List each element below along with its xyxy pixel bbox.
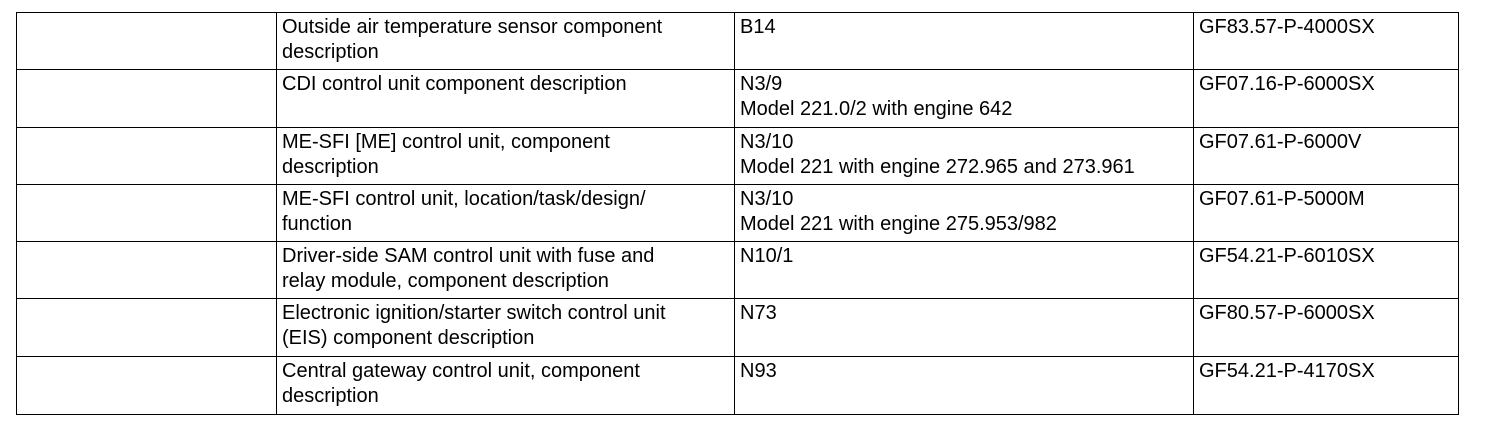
document-number: GF07.61-P-6000V	[1199, 131, 1362, 153]
description-line: (EIS) component description	[282, 327, 535, 349]
component-code: N3/10	[740, 188, 794, 210]
component-note: Model 221 with engine 275.953/982	[740, 213, 1057, 235]
table-row: Electronic ignition/starter switch contr…	[16, 298, 1459, 357]
table-row: Central gateway control unit, component …	[16, 356, 1459, 415]
description-line: Central gateway control unit, component	[282, 360, 640, 382]
description-line: CDI control unit component description	[282, 73, 627, 95]
document-number: GF54.21-P-6010SX	[1199, 245, 1375, 267]
component-note: Model 221.0/2 with engine 642	[740, 98, 1013, 120]
document-cell: GF07.61-P-6000V	[1193, 127, 1459, 185]
document-cell: GF80.57-P-6000SX	[1193, 298, 1459, 357]
document-number: GF80.57-P-6000SX	[1199, 302, 1375, 324]
description-line: Driver-side SAM control unit with fuse a…	[282, 245, 655, 267]
empty-cell	[16, 184, 277, 242]
document-number: GF83.57-P-4000SX	[1199, 16, 1375, 38]
component-code: N10/1	[740, 245, 794, 267]
description-cell: ME-SFI [ME] control unit, component desc…	[276, 127, 735, 185]
document-number: GF07.16-P-6000SX	[1199, 73, 1375, 95]
empty-cell	[16, 241, 277, 299]
description-cell: Central gateway control unit, component …	[276, 356, 735, 415]
component-cell: N93	[734, 356, 1194, 415]
table-row: Driver-side SAM control unit with fuse a…	[16, 241, 1459, 299]
component-cell: B14	[734, 12, 1194, 70]
component-code: N73	[740, 302, 777, 324]
component-note: Model 221 with engine 272.965 and 273.96…	[740, 156, 1135, 178]
description-line: relay module, component description	[282, 270, 609, 292]
component-code: N3/10	[740, 131, 794, 153]
table-row: ME-SFI [ME] control unit, component desc…	[16, 127, 1459, 185]
description-cell: CDI control unit component description	[276, 69, 735, 128]
description-line: function	[282, 213, 353, 235]
empty-cell	[16, 12, 277, 70]
component-cell: N10/1	[734, 241, 1194, 299]
description-cell: ME-SFI control unit, location/task/desig…	[276, 184, 735, 242]
document-cell: GF54.21-P-6010SX	[1193, 241, 1459, 299]
component-cell: N73	[734, 298, 1194, 357]
component-cell: N3/10 Model 221 with engine 272.965 and …	[734, 127, 1194, 185]
table-row: ME-SFI control unit, location/task/desig…	[16, 184, 1459, 242]
document-number: GF54.21-P-4170SX	[1199, 360, 1375, 382]
empty-cell	[16, 356, 277, 415]
component-cell: N3/10 Model 221 with engine 275.953/982	[734, 184, 1194, 242]
document-cell: GF83.57-P-4000SX	[1193, 12, 1459, 70]
document-number: GF07.61-P-5000M	[1199, 188, 1365, 210]
component-cell: N3/9 Model 221.0/2 with engine 642	[734, 69, 1194, 128]
document-cell: GF07.61-P-5000M	[1193, 184, 1459, 242]
description-line: description	[282, 41, 379, 63]
description-line: ME-SFI control unit, location/task/desig…	[282, 188, 646, 210]
document-cell: GF07.16-P-6000SX	[1193, 69, 1459, 128]
table-row: CDI control unit component description N…	[16, 69, 1459, 128]
table-row: Outside air temperature sensor component…	[16, 12, 1459, 70]
description-line: description	[282, 385, 379, 407]
description-cell: Outside air temperature sensor component…	[276, 12, 735, 70]
description-line: description	[282, 156, 379, 178]
component-code: N93	[740, 360, 777, 382]
component-code: B14	[740, 16, 776, 38]
description-line: Outside air temperature sensor component	[282, 16, 663, 38]
description-cell: Electronic ignition/starter switch contr…	[276, 298, 735, 357]
description-line: Electronic ignition/starter switch contr…	[282, 302, 666, 324]
component-reference-table: Outside air temperature sensor component…	[16, 12, 1459, 415]
empty-cell	[16, 127, 277, 185]
document-cell: GF54.21-P-4170SX	[1193, 356, 1459, 415]
description-cell: Driver-side SAM control unit with fuse a…	[276, 241, 735, 299]
empty-cell	[16, 69, 277, 128]
description-line: ME-SFI [ME] control unit, component	[282, 131, 610, 153]
empty-cell	[16, 298, 277, 357]
component-code: N3/9	[740, 73, 783, 95]
